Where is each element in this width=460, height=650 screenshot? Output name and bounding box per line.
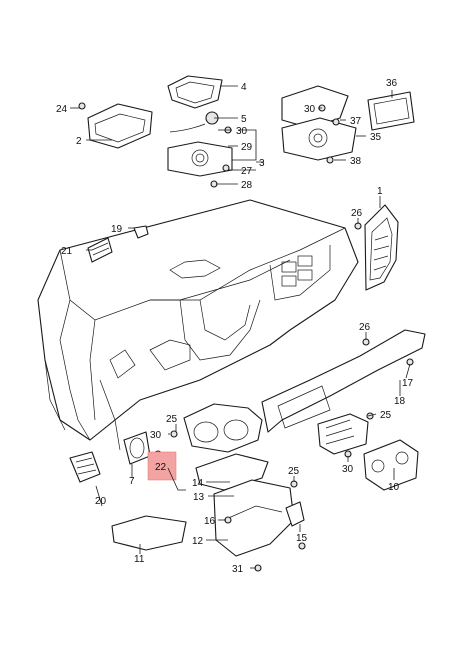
callout-18: 18 — [394, 396, 406, 407]
callout-30-left: 30 — [150, 430, 162, 441]
callout-13: 13 — [193, 492, 205, 503]
small-display-unit — [367, 91, 415, 131]
upper-storage-compartment — [87, 103, 153, 149]
climate-control-panel — [363, 439, 419, 491]
dashboard-panel — [37, 199, 359, 451]
instrument-cluster-housing — [183, 403, 263, 453]
callout-1: 1 — [377, 186, 383, 197]
callout-38: 38 — [350, 156, 362, 167]
callout-14: 14 — [192, 478, 204, 489]
callout-7: 7 — [129, 476, 135, 487]
trim-clip — [133, 225, 149, 239]
air-vent-left-upper — [87, 237, 113, 263]
callout-11: 11 — [134, 554, 145, 565]
callout-labels: 1 2 3 4 5 7 10 11 12 13 14 15 16 17 18 1… — [56, 78, 414, 575]
callout-31: 31 — [232, 564, 244, 575]
callout-25-left: 25 — [166, 414, 178, 425]
leader-lines — [70, 85, 411, 569]
callout-15: 15 — [296, 533, 308, 544]
callout-20: 20 — [95, 496, 107, 507]
callout-36: 36 — [386, 78, 398, 89]
callout-24: 24 — [56, 104, 68, 115]
callout-26-lower: 26 — [359, 322, 371, 333]
control-module-bracket — [317, 413, 369, 455]
callout-27: 27 — [241, 166, 253, 177]
callout-5: 5 — [241, 114, 247, 125]
steering-column-cover-lower — [213, 479, 295, 557]
callout-22: 22 — [155, 462, 167, 473]
callout-28: 28 — [241, 180, 253, 191]
air-vent-left-lower — [69, 451, 101, 483]
callout-25-lower: 25 — [288, 466, 300, 477]
air-vent-7 — [123, 431, 151, 465]
right-speaker-bracket — [281, 85, 357, 161]
callout-19: 19 — [111, 224, 123, 235]
callout-12: 12 — [192, 536, 204, 547]
callout-30-right: 30 — [304, 104, 316, 115]
callout-35: 35 — [370, 132, 382, 143]
side-trim-panel — [364, 204, 399, 291]
callout-30-top: 30 — [236, 126, 248, 137]
callout-25-right: 25 — [380, 410, 392, 421]
callout-4: 4 — [241, 82, 247, 93]
right-trim-strip — [261, 329, 426, 433]
callout-30-lower: 30 — [342, 464, 354, 475]
callout-29: 29 — [241, 142, 253, 153]
callout-2: 2 — [76, 136, 82, 147]
callout-21: 21 — [61, 246, 73, 257]
speaker-bracket — [167, 111, 233, 177]
callout-16: 16 — [204, 516, 216, 527]
callout-10: 10 — [388, 482, 400, 493]
callout-17: 17 — [402, 378, 414, 389]
trim-clip-15 — [285, 501, 305, 527]
display-frame — [167, 75, 223, 109]
callout-37: 37 — [350, 116, 362, 127]
callout-3: 3 — [259, 158, 265, 169]
callout-26-upper: 26 — [351, 208, 363, 219]
knee-trim-panel — [111, 515, 187, 551]
